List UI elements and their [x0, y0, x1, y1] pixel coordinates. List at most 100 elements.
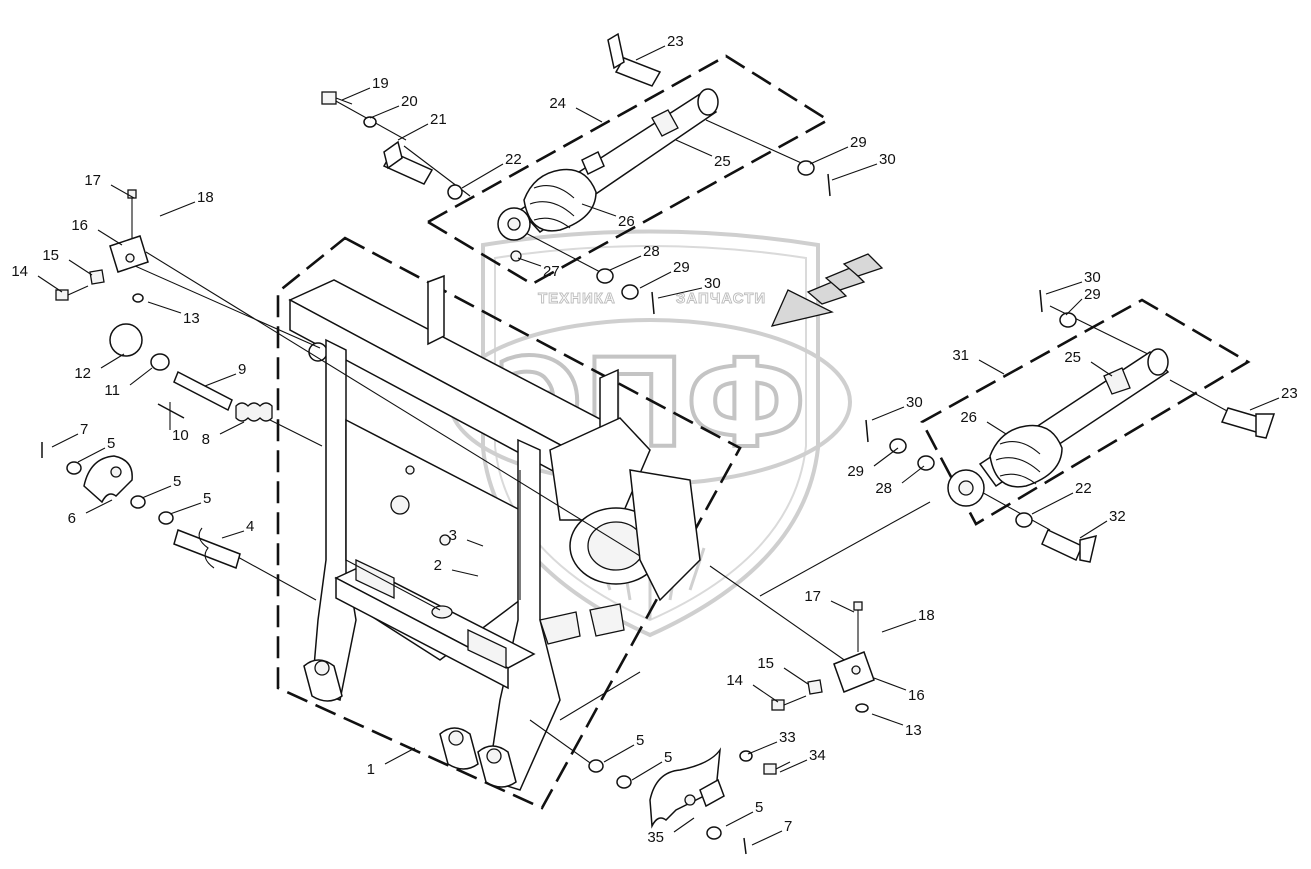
- callout-leader-c12: [100, 353, 125, 369]
- callout-leader-c5a: [77, 447, 106, 463]
- callout-leader-c23b: [1249, 397, 1280, 411]
- callout-label-c4: 4: [246, 518, 254, 535]
- callout-leader-c14b: [752, 684, 779, 703]
- assembly-lines: [125, 99, 1241, 771]
- callout-leader-c25b: [1090, 361, 1113, 377]
- callout-leader-c35: [673, 817, 695, 833]
- callout-leader-c30c: [1045, 281, 1083, 295]
- right-cylinder-part: [947, 348, 1170, 507]
- bolt-34-part: [763, 761, 791, 775]
- shaft-9-part: [173, 370, 233, 412]
- callout-label-c19: 19: [372, 75, 389, 92]
- callout-label-c3: 3: [449, 527, 457, 544]
- callout-leader-c5b: [141, 485, 172, 499]
- sleeve-4-part: [173, 527, 241, 569]
- callout-label-c30b: 30: [879, 151, 896, 168]
- callout-leader-c9: [204, 373, 237, 387]
- callout-leader-c33: [747, 741, 778, 755]
- watermark-right-text: ЗАПЧАСТИ: [676, 290, 766, 307]
- pin-32-part: [1041, 528, 1098, 563]
- callout-label-c33: 33: [779, 729, 796, 746]
- cotter-pins-group: [41, 173, 1043, 855]
- callout-leader-c14a: [37, 275, 63, 293]
- callout-label-c28b: 28: [875, 480, 892, 497]
- callout-leader-c28b: [901, 465, 925, 484]
- callout-leader-c16a: [97, 229, 123, 246]
- callout-label-c5a: 5: [107, 435, 115, 452]
- callout-label-c17b: 17: [804, 588, 821, 605]
- callout-leader-c23a: [635, 45, 666, 61]
- callout-leader-c11: [129, 367, 153, 386]
- right-clamp-16-part: [833, 601, 875, 693]
- callout-leader-c18a: [159, 201, 196, 217]
- callout-label-c9: 9: [238, 361, 246, 378]
- callout-label-c30a: 30: [704, 275, 721, 292]
- right-bolt-14-part: [771, 679, 823, 711]
- callout-leader-c8: [219, 421, 245, 435]
- callout-label-c13b: 13: [905, 722, 922, 739]
- callout-label-c14b: 14: [726, 672, 743, 689]
- callout-label-c29d: 29: [847, 463, 864, 480]
- callout-label-c12: 12: [74, 365, 91, 382]
- callout-label-c5f: 5: [755, 799, 763, 816]
- callout-leader-c5f: [725, 811, 754, 827]
- callout-label-c29c: 29: [1084, 286, 1101, 303]
- callout-leader-c29d: [873, 447, 899, 467]
- callout-leader-c29a: [639, 271, 672, 289]
- callout-leader-c17a: [110, 184, 135, 199]
- callout-label-c31: 31: [952, 347, 969, 364]
- watermark-left-text: ТЕХНИКА: [538, 290, 616, 307]
- callout-label-c2: 2: [434, 557, 442, 574]
- callout-label-c25a: 25: [714, 153, 731, 170]
- callout-leader-c31: [978, 359, 1005, 375]
- callout-label-c16a: 16: [71, 217, 88, 234]
- washers-group: [66, 116, 1077, 840]
- callout-leader-c7b: [751, 830, 783, 846]
- callout-label-c29b: 29: [850, 134, 867, 151]
- callout-label-c5b: 5: [173, 473, 181, 490]
- callout-label-c6: 6: [68, 510, 76, 527]
- callout-leader-c17b: [830, 600, 855, 613]
- callout-label-c21: 21: [430, 111, 447, 128]
- callout-leader-c29b: [809, 146, 849, 165]
- upper-cylinder-part: [497, 88, 719, 241]
- callout-leader-c13b: [871, 713, 904, 726]
- callout-leader-c30b: [831, 163, 878, 181]
- callout-label-c17a: 17: [84, 172, 101, 189]
- callout-label-c22b: 22: [1075, 480, 1092, 497]
- upper-cylinder-assembly-boundary: [425, 54, 831, 286]
- callout-label-c13a: 13: [183, 310, 200, 327]
- callout-leader-c6: [85, 499, 113, 514]
- callout-label-c7a: 7: [80, 421, 88, 438]
- callout-label-c35: 35: [647, 829, 664, 846]
- callout-label-c5c: 5: [203, 490, 211, 507]
- callout-leader-c7a: [51, 433, 79, 448]
- callout-label-c24: 24: [549, 95, 566, 112]
- callout-leader-c5d: [603, 744, 635, 763]
- callout-leader-c5c: [169, 502, 202, 515]
- callout-label-c16b: 16: [908, 687, 925, 704]
- callout-label-c32: 32: [1109, 508, 1126, 525]
- callout-leader-c34: [779, 759, 808, 773]
- callout-label-c18a: 18: [197, 189, 214, 206]
- direction-arrow-icon: [770, 253, 884, 327]
- callout-leader-c15b: [783, 667, 809, 685]
- callout-label-c15b: 15: [757, 655, 774, 672]
- callout-leader-c20: [369, 105, 400, 119]
- callout-leader-c26b: [986, 421, 1007, 435]
- callout-label-c28a: 28: [643, 243, 660, 260]
- callout-label-c29a: 29: [673, 259, 690, 276]
- frame-assembly-boundary: [276, 236, 742, 810]
- callout-label-c26a: 26: [618, 213, 635, 230]
- callout-label-c22a: 22: [505, 151, 522, 168]
- callout-leader-c29c: [1065, 298, 1083, 316]
- left-clamp-16-part: [109, 189, 149, 273]
- callout-leader-c21: [397, 123, 429, 141]
- callout-leader-c27: [517, 257, 542, 267]
- callout-leader-c1: [384, 747, 416, 765]
- callout-leader-c32: [1079, 520, 1108, 539]
- callout-label-c26b: 26: [960, 409, 977, 426]
- pin-10-part: [157, 403, 185, 419]
- callout-label-c34: 34: [809, 747, 826, 764]
